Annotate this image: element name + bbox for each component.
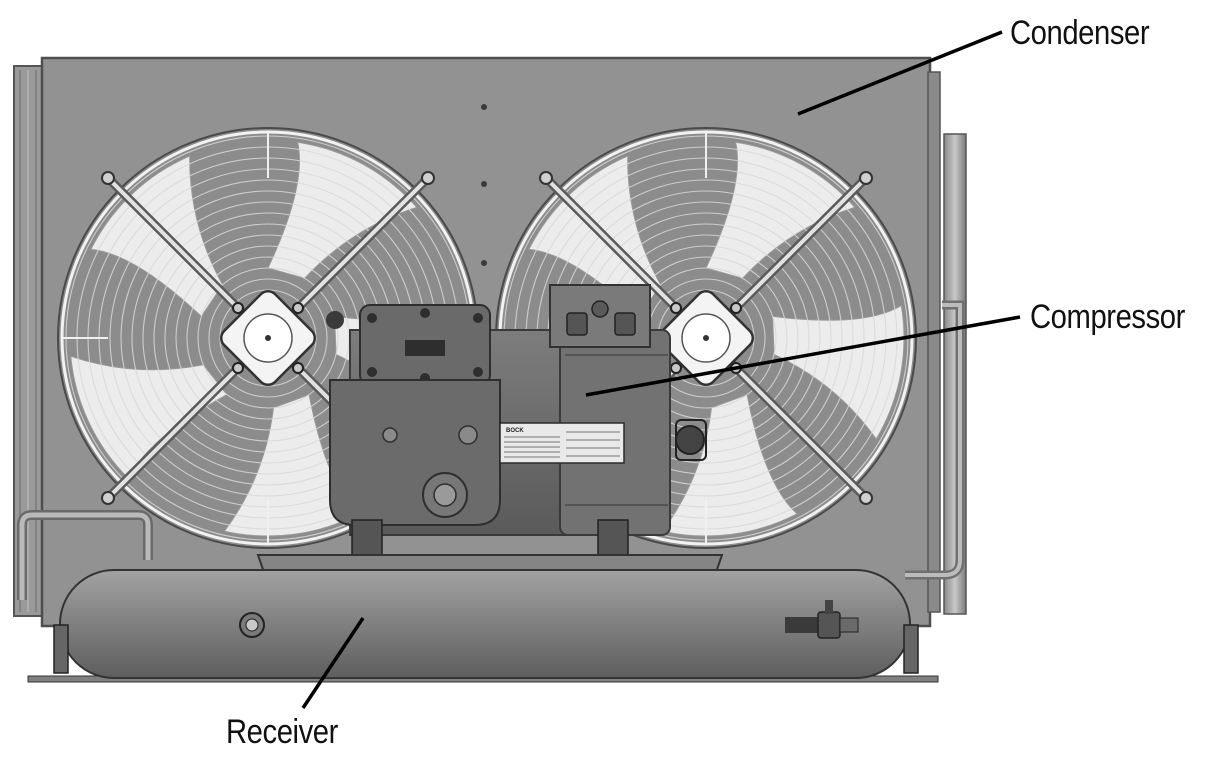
liquid-line-pipe [17, 510, 153, 600]
fan-group [57, 127, 917, 549]
compressor-nameplate: BOCK [499, 422, 625, 464]
leader-lines [301, 30, 1021, 709]
compressor: BOCK [326, 284, 707, 556]
receiver-label: Receiver [226, 713, 338, 751]
nameplate-brand: BOCK [506, 428, 524, 434]
receiver [27, 554, 939, 683]
compressor-label: Compressor [1030, 298, 1185, 336]
receiver-leader-line [301, 617, 365, 709]
motor-hub-icon [657, 289, 755, 387]
motor-hub-icon [219, 289, 317, 387]
fan-icon-right [495, 127, 917, 549]
condenser-label: Condenser [1010, 14, 1150, 52]
compressor-leader-line [585, 315, 1021, 397]
service-valve [785, 600, 859, 639]
condenser-leader-line [797, 30, 1003, 116]
discharge-pipe [905, 133, 967, 615]
